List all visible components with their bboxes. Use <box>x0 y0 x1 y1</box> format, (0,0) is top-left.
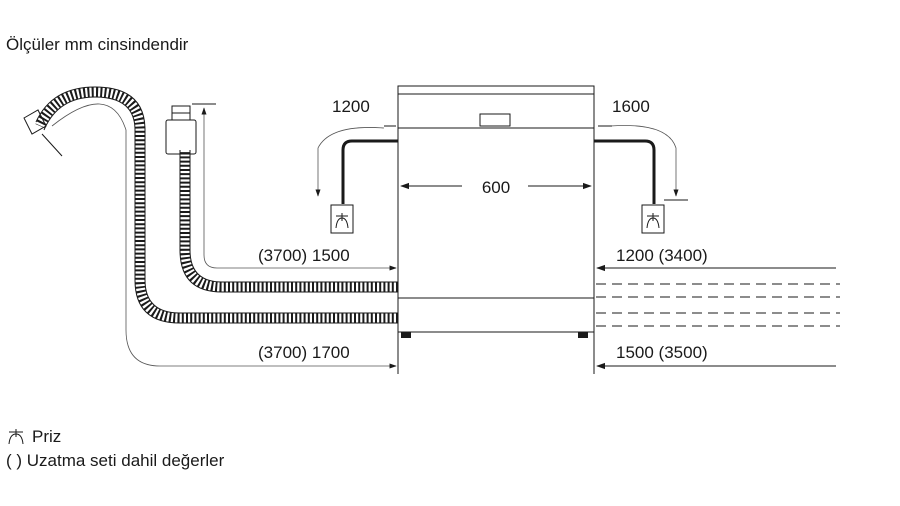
cable-left-label: 1200 <box>332 97 370 116</box>
control-panel-display <box>479 113 511 127</box>
right-power-cable: 1600 <box>594 97 688 204</box>
water-right-label: 1200 (3400) <box>616 246 708 265</box>
units-note: Ölçüler mm cinsindendir <box>6 35 189 54</box>
right-side-dimensions: 1200 (3400) 1500 (3500) <box>593 246 840 374</box>
drain-left-label: (3700) 1700 <box>258 343 350 362</box>
water-inlet-hose <box>165 105 398 293</box>
legend-socket-label: Priz <box>32 427 61 446</box>
left-foot <box>401 332 411 338</box>
width-dimension: 600 <box>400 178 592 197</box>
legend-parentheses-note: ( ) Uzatma seti dahil değerler <box>6 451 225 470</box>
drain-hose-end <box>23 109 47 135</box>
aquastop-valve <box>165 119 197 155</box>
drain-left-dimension: (3700) 1700 <box>51 103 397 369</box>
legend-socket-symbol: Priz <box>8 427 61 446</box>
socket-left <box>330 204 354 234</box>
water-left-label: (3700) 1500 <box>258 246 350 265</box>
cable-right-label: 1600 <box>612 97 650 116</box>
dishwasher-outline <box>397 85 595 338</box>
width-label: 600 <box>482 178 510 197</box>
right-foot <box>578 332 588 338</box>
drain-right-label: 1500 (3500) <box>616 343 708 362</box>
drain-hose <box>23 86 398 324</box>
socket-symbol-icon <box>8 429 24 445</box>
socket-right <box>641 204 665 234</box>
water-left-dimension: (3700) 1500 <box>192 103 397 271</box>
left-power-cable: 1200 <box>315 97 398 204</box>
